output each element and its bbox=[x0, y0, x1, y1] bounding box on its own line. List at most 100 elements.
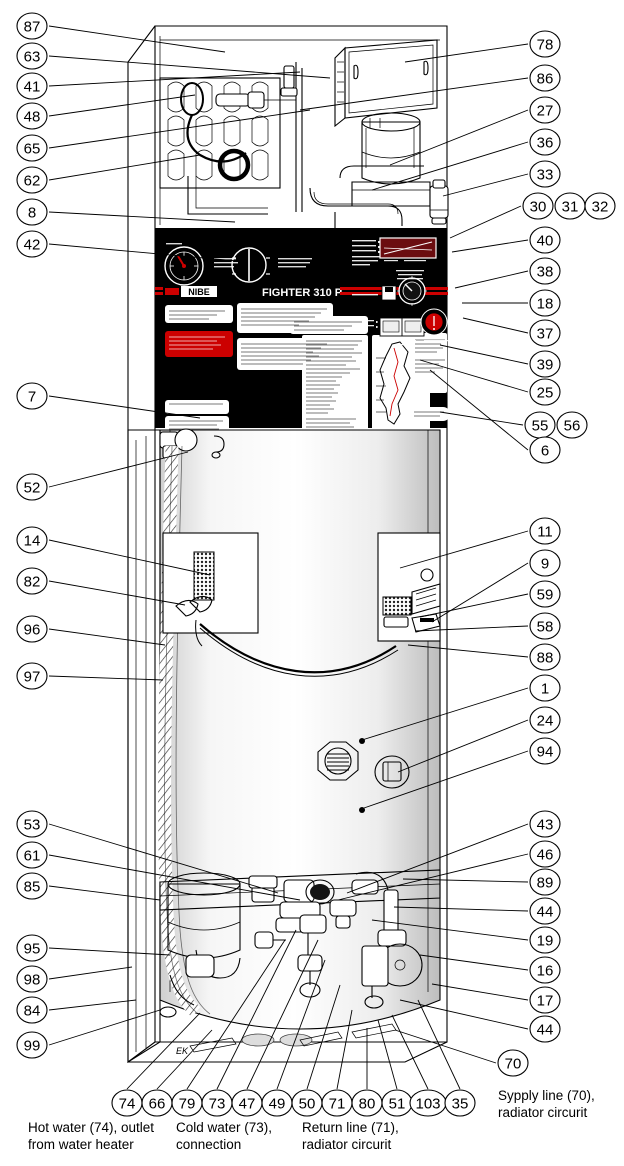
callout-50[interactable]: 50 bbox=[291, 1089, 323, 1117]
leader-line-89 bbox=[402, 878, 529, 883]
callout-18[interactable]: 18 bbox=[529, 289, 561, 317]
callout-17[interactable]: 17 bbox=[529, 986, 561, 1014]
callout-circle bbox=[16, 872, 48, 900]
callout-89[interactable]: 89 bbox=[529, 868, 561, 896]
callout-55[interactable]: 55 bbox=[524, 411, 556, 439]
callout-38[interactable]: 38 bbox=[529, 257, 561, 285]
callout-number: 84 bbox=[24, 1003, 41, 1020]
callout-103[interactable]: 103 bbox=[409, 1089, 447, 1117]
callout-32[interactable]: 32 bbox=[584, 192, 616, 220]
callout-71[interactable]: 71 bbox=[321, 1089, 353, 1117]
callout-99[interactable]: 99 bbox=[16, 1031, 48, 1059]
callout-59[interactable]: 59 bbox=[529, 580, 561, 608]
callout-74[interactable]: 74 bbox=[111, 1089, 143, 1117]
callout-circle bbox=[16, 230, 48, 258]
callout-94[interactable]: 94 bbox=[529, 737, 561, 765]
callout-79[interactable]: 79 bbox=[171, 1089, 203, 1117]
callout-35[interactable]: 35 bbox=[444, 1089, 476, 1117]
callout-86[interactable]: 86 bbox=[529, 64, 561, 92]
callout-30[interactable]: 30 bbox=[522, 192, 554, 220]
callout-40[interactable]: 40 bbox=[529, 226, 561, 254]
callout-31[interactable]: 31 bbox=[554, 192, 586, 220]
callout-53[interactable]: 53 bbox=[16, 810, 48, 838]
callout-number: 44 bbox=[537, 1022, 554, 1039]
status-display[interactable] bbox=[379, 237, 437, 259]
callout-52[interactable]: 52 bbox=[16, 473, 48, 501]
callout-48[interactable]: 48 bbox=[16, 102, 48, 130]
callout-8[interactable]: 8 bbox=[16, 198, 48, 226]
callout-70[interactable]: 70 bbox=[497, 1049, 529, 1077]
callout-44[interactable]: 44 bbox=[529, 1015, 561, 1043]
callout-circle bbox=[529, 226, 561, 254]
callout-56[interactable]: 56 bbox=[556, 411, 588, 439]
callout-62[interactable]: 62 bbox=[16, 166, 48, 194]
callout-80[interactable]: 80 bbox=[351, 1089, 383, 1117]
leader-line-52 bbox=[48, 451, 189, 488]
callout-27[interactable]: 27 bbox=[529, 96, 561, 124]
leader-line-87 bbox=[48, 25, 226, 53]
callout-65[interactable]: 65 bbox=[16, 134, 48, 162]
callout-number: 51 bbox=[389, 1096, 406, 1113]
base-mark-label: EK bbox=[176, 1046, 189, 1056]
callout-circle bbox=[529, 128, 561, 156]
leader-line-70 bbox=[394, 1029, 497, 1064]
callout-61[interactable]: 61 bbox=[16, 841, 48, 869]
callout-46[interactable]: 46 bbox=[529, 840, 561, 868]
leader-line-1 bbox=[361, 687, 529, 741]
callout-85[interactable]: 85 bbox=[16, 872, 48, 900]
thermometer-gauge[interactable] bbox=[164, 246, 204, 286]
callout-49[interactable]: 49 bbox=[261, 1089, 293, 1117]
callout-66[interactable]: 66 bbox=[141, 1089, 173, 1117]
callout-58[interactable]: 58 bbox=[529, 612, 561, 640]
callout-97[interactable]: 97 bbox=[16, 662, 48, 690]
callout-37[interactable]: 37 bbox=[529, 319, 561, 347]
callout-19[interactable]: 19 bbox=[529, 926, 561, 954]
callout-number: 11 bbox=[537, 524, 553, 541]
leader-line-88 bbox=[407, 644, 529, 658]
callout-number: 40 bbox=[537, 233, 554, 250]
callout-39[interactable]: 39 bbox=[529, 350, 561, 378]
callout-6[interactable]: 6 bbox=[529, 436, 561, 464]
callout-51[interactable]: 51 bbox=[381, 1089, 413, 1117]
callout-96[interactable]: 96 bbox=[16, 615, 48, 643]
temperature-knob[interactable] bbox=[397, 276, 427, 306]
mode-selector-knob[interactable] bbox=[231, 247, 270, 283]
callout-circle bbox=[529, 612, 561, 640]
callout-16[interactable]: 16 bbox=[529, 956, 561, 984]
callout-43[interactable]: 43 bbox=[529, 810, 561, 838]
callout-33[interactable]: 33 bbox=[529, 160, 561, 188]
callout-14[interactable]: 14 bbox=[16, 526, 48, 554]
callout-7[interactable]: 7 bbox=[16, 382, 48, 410]
callout-1[interactable]: 1 bbox=[529, 674, 561, 702]
leader-line-73 bbox=[216, 929, 297, 1090]
callout-82[interactable]: 82 bbox=[16, 567, 48, 595]
callout-63[interactable]: 63 bbox=[16, 42, 48, 70]
leader-line-96 bbox=[48, 628, 166, 646]
callout-47[interactable]: 47 bbox=[231, 1089, 263, 1117]
callout-number: 14 bbox=[24, 533, 41, 550]
callout-78[interactable]: 78 bbox=[529, 30, 561, 58]
callout-number: 79 bbox=[179, 1096, 196, 1113]
callout-87[interactable]: 87 bbox=[16, 12, 48, 40]
callout-98[interactable]: 98 bbox=[16, 965, 48, 993]
callout-84[interactable]: 84 bbox=[16, 996, 48, 1024]
switch-panel[interactable] bbox=[379, 317, 425, 337]
callout-88[interactable]: 88 bbox=[529, 643, 561, 671]
callout-24[interactable]: 24 bbox=[529, 706, 561, 734]
reset-button[interactable] bbox=[420, 308, 448, 336]
callout-number: 66 bbox=[149, 1096, 166, 1113]
callout-25[interactable]: 25 bbox=[529, 378, 561, 406]
callout-number: 65 bbox=[24, 141, 41, 158]
callout-41[interactable]: 41 bbox=[16, 72, 48, 100]
callout-circle bbox=[529, 64, 561, 92]
callout-44[interactable]: 44 bbox=[529, 897, 561, 925]
leader-line-66 bbox=[156, 1029, 213, 1090]
callout-95[interactable]: 95 bbox=[16, 934, 48, 962]
callout-9[interactable]: 9 bbox=[529, 549, 561, 577]
callout-36[interactable]: 36 bbox=[529, 128, 561, 156]
callout-42[interactable]: 42 bbox=[16, 230, 48, 258]
callout-11[interactable]: 11 bbox=[529, 517, 561, 545]
callout-73[interactable]: 73 bbox=[201, 1089, 233, 1117]
